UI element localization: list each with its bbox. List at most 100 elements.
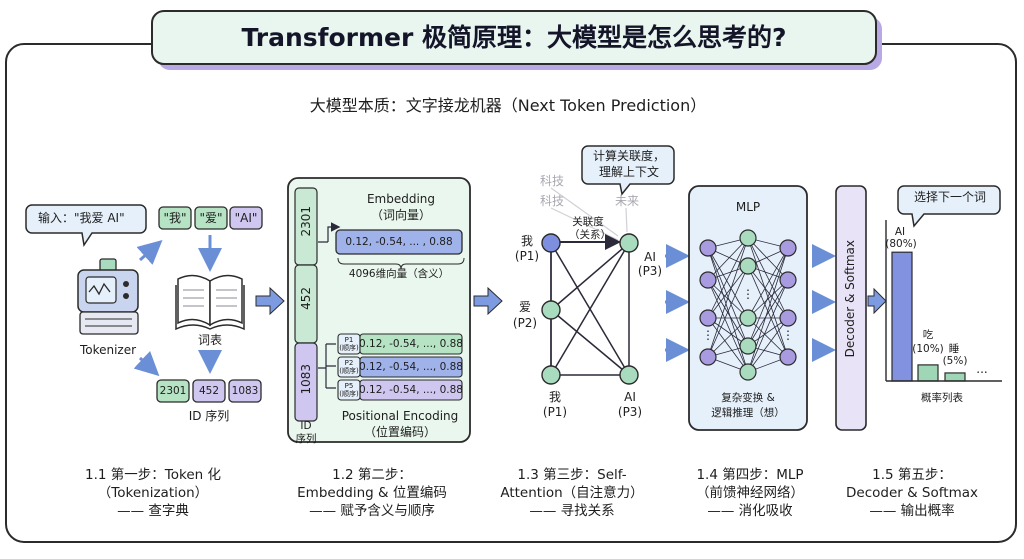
- faded-word-2: 科技: [539, 194, 565, 208]
- mlp-neuron: [739, 309, 757, 327]
- step2-caption-line-1: 1.2 第二步：: [332, 467, 412, 483]
- step1-caption-line-3: —— 查字典: [117, 503, 189, 520]
- mlp-connection: [747, 265, 789, 319]
- mlp-dots-1: ⋮: [742, 287, 754, 301]
- page-title: Transformer 极简原理：大模型是怎么思考的?: [241, 23, 787, 52]
- node-pos-4: (P1): [542, 405, 568, 419]
- step4-caption-line-1: 1.4 第四步：MLP: [696, 467, 804, 483]
- mlp-connection: [747, 279, 789, 319]
- attention-node-ai-bottom: [619, 365, 639, 385]
- step5-caption-line-1: 1.5 第五步：: [872, 467, 952, 483]
- mlp-neuron: [739, 337, 757, 355]
- arrow-step5-to-output: [867, 287, 887, 315]
- id-value-2: 452: [198, 385, 220, 397]
- vocab-label: 词表: [197, 333, 223, 347]
- mlp-neuron: [779, 239, 797, 257]
- vector-note: 4096维向量（含义）: [348, 268, 450, 280]
- bar-prob-2: (10%): [912, 343, 944, 355]
- pos-encoding-title: Positional Encoding: [341, 409, 459, 423]
- pos-vector-2: [359, 356, 463, 378]
- probability-list-label: 概率列表: [921, 392, 963, 404]
- probability-bars: [891, 251, 966, 382]
- attention-node-wo-bottom: [541, 365, 561, 385]
- id-value-3: 1083: [231, 385, 259, 397]
- probability-bar-2: [917, 364, 939, 382]
- pos-vector-text-1: 0.12, -0.54, ..., 0.88: [359, 338, 463, 350]
- input-speech-text: 输入："我爱 AI": [38, 211, 125, 225]
- mlp-connection: [747, 237, 789, 281]
- mlp-connection: [707, 317, 749, 373]
- pos-encoding-subtitle: （位置编码）: [363, 425, 437, 439]
- step2-caption: 1.2 第二步： Embedding & 位置编码 —— 赋予含义与顺序: [297, 466, 447, 521]
- token-box-2: [194, 206, 228, 230]
- node-word-3: AI: [644, 250, 656, 264]
- mlp-title: MLP: [735, 200, 761, 214]
- probability-bar-3: [944, 372, 966, 382]
- embedding-subtitle: （词向量）: [370, 208, 432, 222]
- input-speech-bubble: [25, 204, 147, 247]
- pos-tag-sub-3: (顺序): [339, 390, 359, 398]
- faded-link-3: [625, 207, 628, 233]
- mlp-connection: [747, 317, 789, 358]
- step5-caption-line-3: —— 输出概率: [869, 503, 955, 520]
- mlp-connection: [747, 279, 789, 347]
- token-1: "我": [163, 211, 187, 225]
- mlp-connection: [707, 237, 749, 281]
- pos-tag-label-2: P2: [344, 359, 354, 367]
- step1-caption: 1.1 第一步：Token 化 （Tokenization） —— 查字典: [85, 466, 221, 521]
- attention-speech-line-2: 理解上下文: [598, 165, 660, 179]
- node-word-4: 我: [548, 390, 562, 404]
- title-box: [151, 10, 877, 65]
- embedding-vector-box: [335, 229, 463, 255]
- mlp-note-1: 复杂变换 &: [721, 392, 775, 404]
- arrow-robot-to-tokens: [136, 240, 163, 265]
- node-word-2: 爱: [518, 300, 532, 314]
- mlp-connection: [747, 237, 789, 319]
- faded-link-1: [550, 187, 619, 237]
- mlp-neuron: [699, 348, 717, 366]
- mlp-neuron: [739, 257, 757, 275]
- bar-word-3: 睡: [948, 343, 960, 355]
- id-value-1: 2301: [159, 385, 187, 397]
- pos-connector: [318, 343, 336, 389]
- edge-label-2: （关系）: [569, 229, 611, 241]
- node-word-5: AI: [624, 390, 636, 404]
- mlp-connection: [707, 317, 749, 358]
- mlp-connection: [747, 247, 789, 319]
- bar-prob-3: (5%): [942, 355, 968, 367]
- step3-caption-line-1: 1.3 第三步：Self-: [517, 467, 627, 483]
- attention-speech-line-1: 计算关联度，: [592, 149, 666, 163]
- mlp-dots-3: ⋮: [782, 328, 794, 342]
- id-column-value-2: 452: [299, 287, 313, 310]
- mlp-connection: [707, 265, 749, 358]
- decoder-label: Decoder & Softmax: [843, 240, 857, 358]
- mlp-connection: [707, 265, 749, 319]
- mlp-neuron: [699, 239, 717, 257]
- faded-word-1: 科技: [539, 174, 565, 188]
- token-2: "爱": [199, 211, 223, 225]
- mlp-connection: [707, 237, 749, 319]
- mlp-neuron: [699, 271, 717, 289]
- mlp-neuron: [779, 271, 797, 289]
- step5-caption: 1.5 第五步： Decoder & Softmax —— 输出概率: [846, 466, 978, 521]
- step2-caption-line-3: —— 赋予含义与顺序: [309, 503, 435, 520]
- vector-brace: [337, 257, 465, 270]
- pos-tag-label-1: P1: [344, 336, 354, 344]
- output-speech-text: 选择下一个词: [913, 190, 987, 204]
- pos-vector-text-3: 0.12, -0.54, ..., 0.88: [359, 384, 463, 396]
- step1-caption-line-2: （Tokenization）: [97, 485, 209, 502]
- output-speech-bubble: [897, 185, 1001, 228]
- id-column-3: [294, 342, 318, 422]
- pos-vector-3: [359, 379, 463, 401]
- attention-node-ai2: [541, 300, 561, 320]
- mlp-connection: [747, 265, 789, 358]
- pos-tag-label-3: P5: [344, 382, 354, 390]
- bar-prob-1: (80%): [885, 238, 917, 250]
- id-box-1: [156, 379, 190, 403]
- mlp-network: [699, 229, 797, 381]
- mlp-neuron: [739, 229, 757, 247]
- node-pos-2: (P2): [512, 316, 538, 330]
- node-word-1: 我: [520, 234, 534, 248]
